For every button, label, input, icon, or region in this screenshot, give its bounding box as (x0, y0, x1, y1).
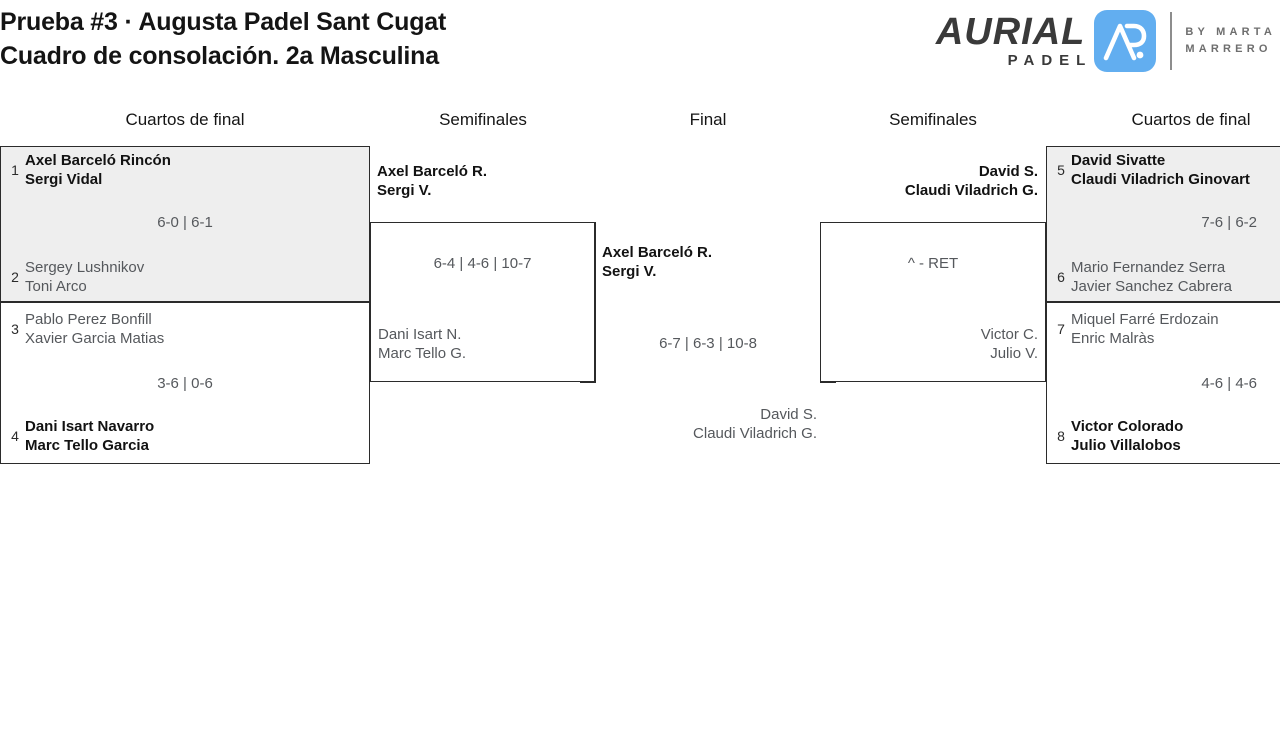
score-final: 6-7 | 6-3 | 10-8 (659, 335, 757, 352)
team-qf2-top[interactable]: 3 Pablo Perez Bonfill Xavier Garcia Mati… (5, 310, 164, 348)
player-2: Sergi Vidal (25, 171, 103, 188)
score-qf3: 7-6 | 6-2 (1201, 214, 1257, 231)
team-names: Miquel Farré Erdozain Enric Malràs (1071, 310, 1219, 348)
player-1: Axel Barceló Rincón (25, 152, 171, 169)
score-sf2: ^ - RET (907, 255, 959, 272)
player-2: Xavier Garcia Matias (25, 330, 165, 347)
score-qf4: 4-6 | 4-6 (1201, 375, 1257, 392)
player-2: Marc Tello G. (378, 345, 467, 362)
match-box-qf3[interactable]: 5 David Sivatte Claudi Viladrich Ginovar… (1046, 146, 1280, 302)
seed-number: 6 (1057, 269, 1065, 285)
round-header-semifinals-left: Semifinales (439, 110, 527, 129)
round-header-final: Final (689, 110, 727, 129)
team-names: David Sivatte Claudi Viladrich Ginovart (1071, 151, 1250, 189)
round-header-quarterfinals-left: Cuartos de final (125, 110, 245, 129)
player-2: Claudi Viladrich Ginovart (1071, 171, 1250, 188)
player-1: Axel Barceló R. (377, 163, 488, 180)
logo-sub-text: PADEL (1007, 51, 1093, 69)
team-qf4-bottom[interactable]: 8 Victor Colorado Julio Villalobos (1051, 417, 1183, 455)
match-box-qf2[interactable]: 3 Pablo Perez Bonfill Xavier Garcia Mati… (0, 302, 370, 464)
player-1: Dani Isart N. (378, 326, 462, 343)
team-qf1-top[interactable]: 1 Axel Barceló Rincón Sergi Vidal (5, 151, 171, 189)
player-1: David Sivatte (1071, 152, 1166, 169)
seed-number: 3 (11, 321, 19, 337)
logo-byline-1: BY MARTA (1185, 26, 1276, 38)
team-names: Pablo Perez Bonfill Xavier Garcia Matias (25, 310, 164, 348)
logo-divider (1170, 12, 1173, 70)
player-1: David S. (760, 406, 817, 423)
team-qf2-bottom[interactable]: 4 Dani Isart Navarro Marc Tello Garcia (5, 417, 154, 455)
seed-number: 1 (11, 162, 19, 178)
team-names: Sergey Lushnikov Toni Arco (25, 258, 144, 296)
score-sf1: 6-4 | 4-6 | 10-7 (433, 255, 532, 272)
team-qf3-bottom[interactable]: 6 Mario Fernandez Serra Javier Sanchez C… (1051, 258, 1232, 296)
team-names: Axel Barceló Rincón Sergi Vidal (25, 151, 171, 189)
final-bottom-right-stub (820, 382, 836, 383)
team-sf1-bottom[interactable]: Dani Isart N. Marc Tello G. (378, 325, 466, 363)
player-2: Marc Tello Garcia (25, 437, 149, 454)
team-names: Victor Colorado Julio Villalobos (1071, 417, 1183, 455)
logo-byline: BY MARTA MARRERO (1185, 24, 1276, 58)
player-2: Julio V. (990, 345, 1038, 362)
player-2: Claudi Viladrich G. (904, 182, 1038, 199)
page-title: Prueba #3 · Augusta Padel Sant Cugat Cua… (0, 5, 446, 73)
match-box-qf4[interactable]: 7 Miquel Farré Erdozain Enric Malràs 4-6… (1046, 302, 1280, 464)
seed-number: 4 (11, 428, 19, 444)
round-header-semifinals-right: Semifinales (889, 110, 977, 129)
team-sf2-top[interactable]: David S. Claudi Viladrich G. (820, 162, 1038, 200)
player-1: Axel Barceló R. (602, 244, 713, 261)
team-final-top[interactable]: Axel Barceló R. Sergi V. (602, 243, 712, 281)
player-2: Claudi Viladrich G. (693, 425, 817, 442)
player-2: Julio Villalobos (1071, 437, 1181, 454)
final-top-left-stub (580, 222, 596, 223)
score-qf2: 3-6 | 0-6 (157, 375, 213, 392)
team-names: Dani Isart Navarro Marc Tello Garcia (25, 417, 154, 455)
team-qf1-bottom[interactable]: 2 Sergey Lushnikov Toni Arco (5, 258, 144, 296)
player-2: Sergi V. (377, 182, 432, 199)
player-2: Toni Arco (25, 278, 87, 295)
page-header: Prueba #3 · Augusta Padel Sant Cugat Cua… (0, 0, 1280, 92)
aurial-padel-logo: AURIAL PADEL BY MARTA MARRERO (936, 8, 1276, 74)
logo-wordmark: AURIAL PADEL (936, 13, 1086, 70)
round-header-quarterfinals-right: Cuartos de final (1131, 110, 1251, 129)
ap-monogram-icon (1094, 10, 1157, 72)
player-1: Victor Colorado (1071, 418, 1184, 435)
team-names: Mario Fernandez Serra Javier Sanchez Cab… (1071, 258, 1232, 296)
team-sf1-top[interactable]: Axel Barceló R. Sergi V. (377, 162, 487, 200)
final-bottom-left-stub (580, 382, 596, 383)
team-qf3-top[interactable]: 5 David Sivatte Claudi Viladrich Ginovar… (1051, 151, 1250, 189)
match-box-sf2[interactable]: ^ - RET Victor C. Julio V. (820, 222, 1046, 382)
player-1: Sergey Lushnikov (25, 259, 145, 276)
player-1: Dani Isart Navarro (25, 418, 155, 435)
seed-number: 8 (1057, 428, 1065, 444)
player-1: Pablo Perez Bonfill (25, 311, 152, 328)
player-1: David S. (978, 163, 1038, 180)
player-2: Enric Malràs (1071, 330, 1155, 347)
seed-number: 7 (1057, 321, 1065, 337)
player-2: Javier Sanchez Cabrera (1071, 278, 1232, 295)
player-1: Mario Fernandez Serra (1071, 259, 1226, 276)
match-box-sf1[interactable]: 6-4 | 4-6 | 10-7 Dani Isart N. Marc Tell… (370, 222, 595, 382)
seed-number: 5 (1057, 162, 1065, 178)
final-left-connector (595, 222, 596, 383)
player-2: Sergi V. (602, 263, 657, 280)
team-qf4-top[interactable]: 7 Miquel Farré Erdozain Enric Malràs (1051, 310, 1219, 348)
title-line-1: Prueba #3 · Augusta Padel Sant Cugat (0, 8, 447, 36)
title-line-2: Cuadro de consolación. 2a Masculina (0, 42, 439, 70)
logo-brand-text: AURIAL (935, 10, 1086, 53)
logo-byline-2: MARRERO (1185, 43, 1272, 55)
player-1: Victor C. (980, 326, 1038, 343)
seed-number: 2 (11, 269, 19, 285)
match-box-qf1[interactable]: 1 Axel Barceló Rincón Sergi Vidal 6-0 | … (0, 146, 370, 302)
team-sf2-bottom[interactable]: Victor C. Julio V. (821, 325, 1038, 363)
score-qf1: 6-0 | 6-1 (157, 214, 213, 231)
player-1: Miquel Farré Erdozain (1071, 311, 1219, 328)
team-final-bottom[interactable]: David S. Claudi Viladrich G. (596, 405, 817, 443)
